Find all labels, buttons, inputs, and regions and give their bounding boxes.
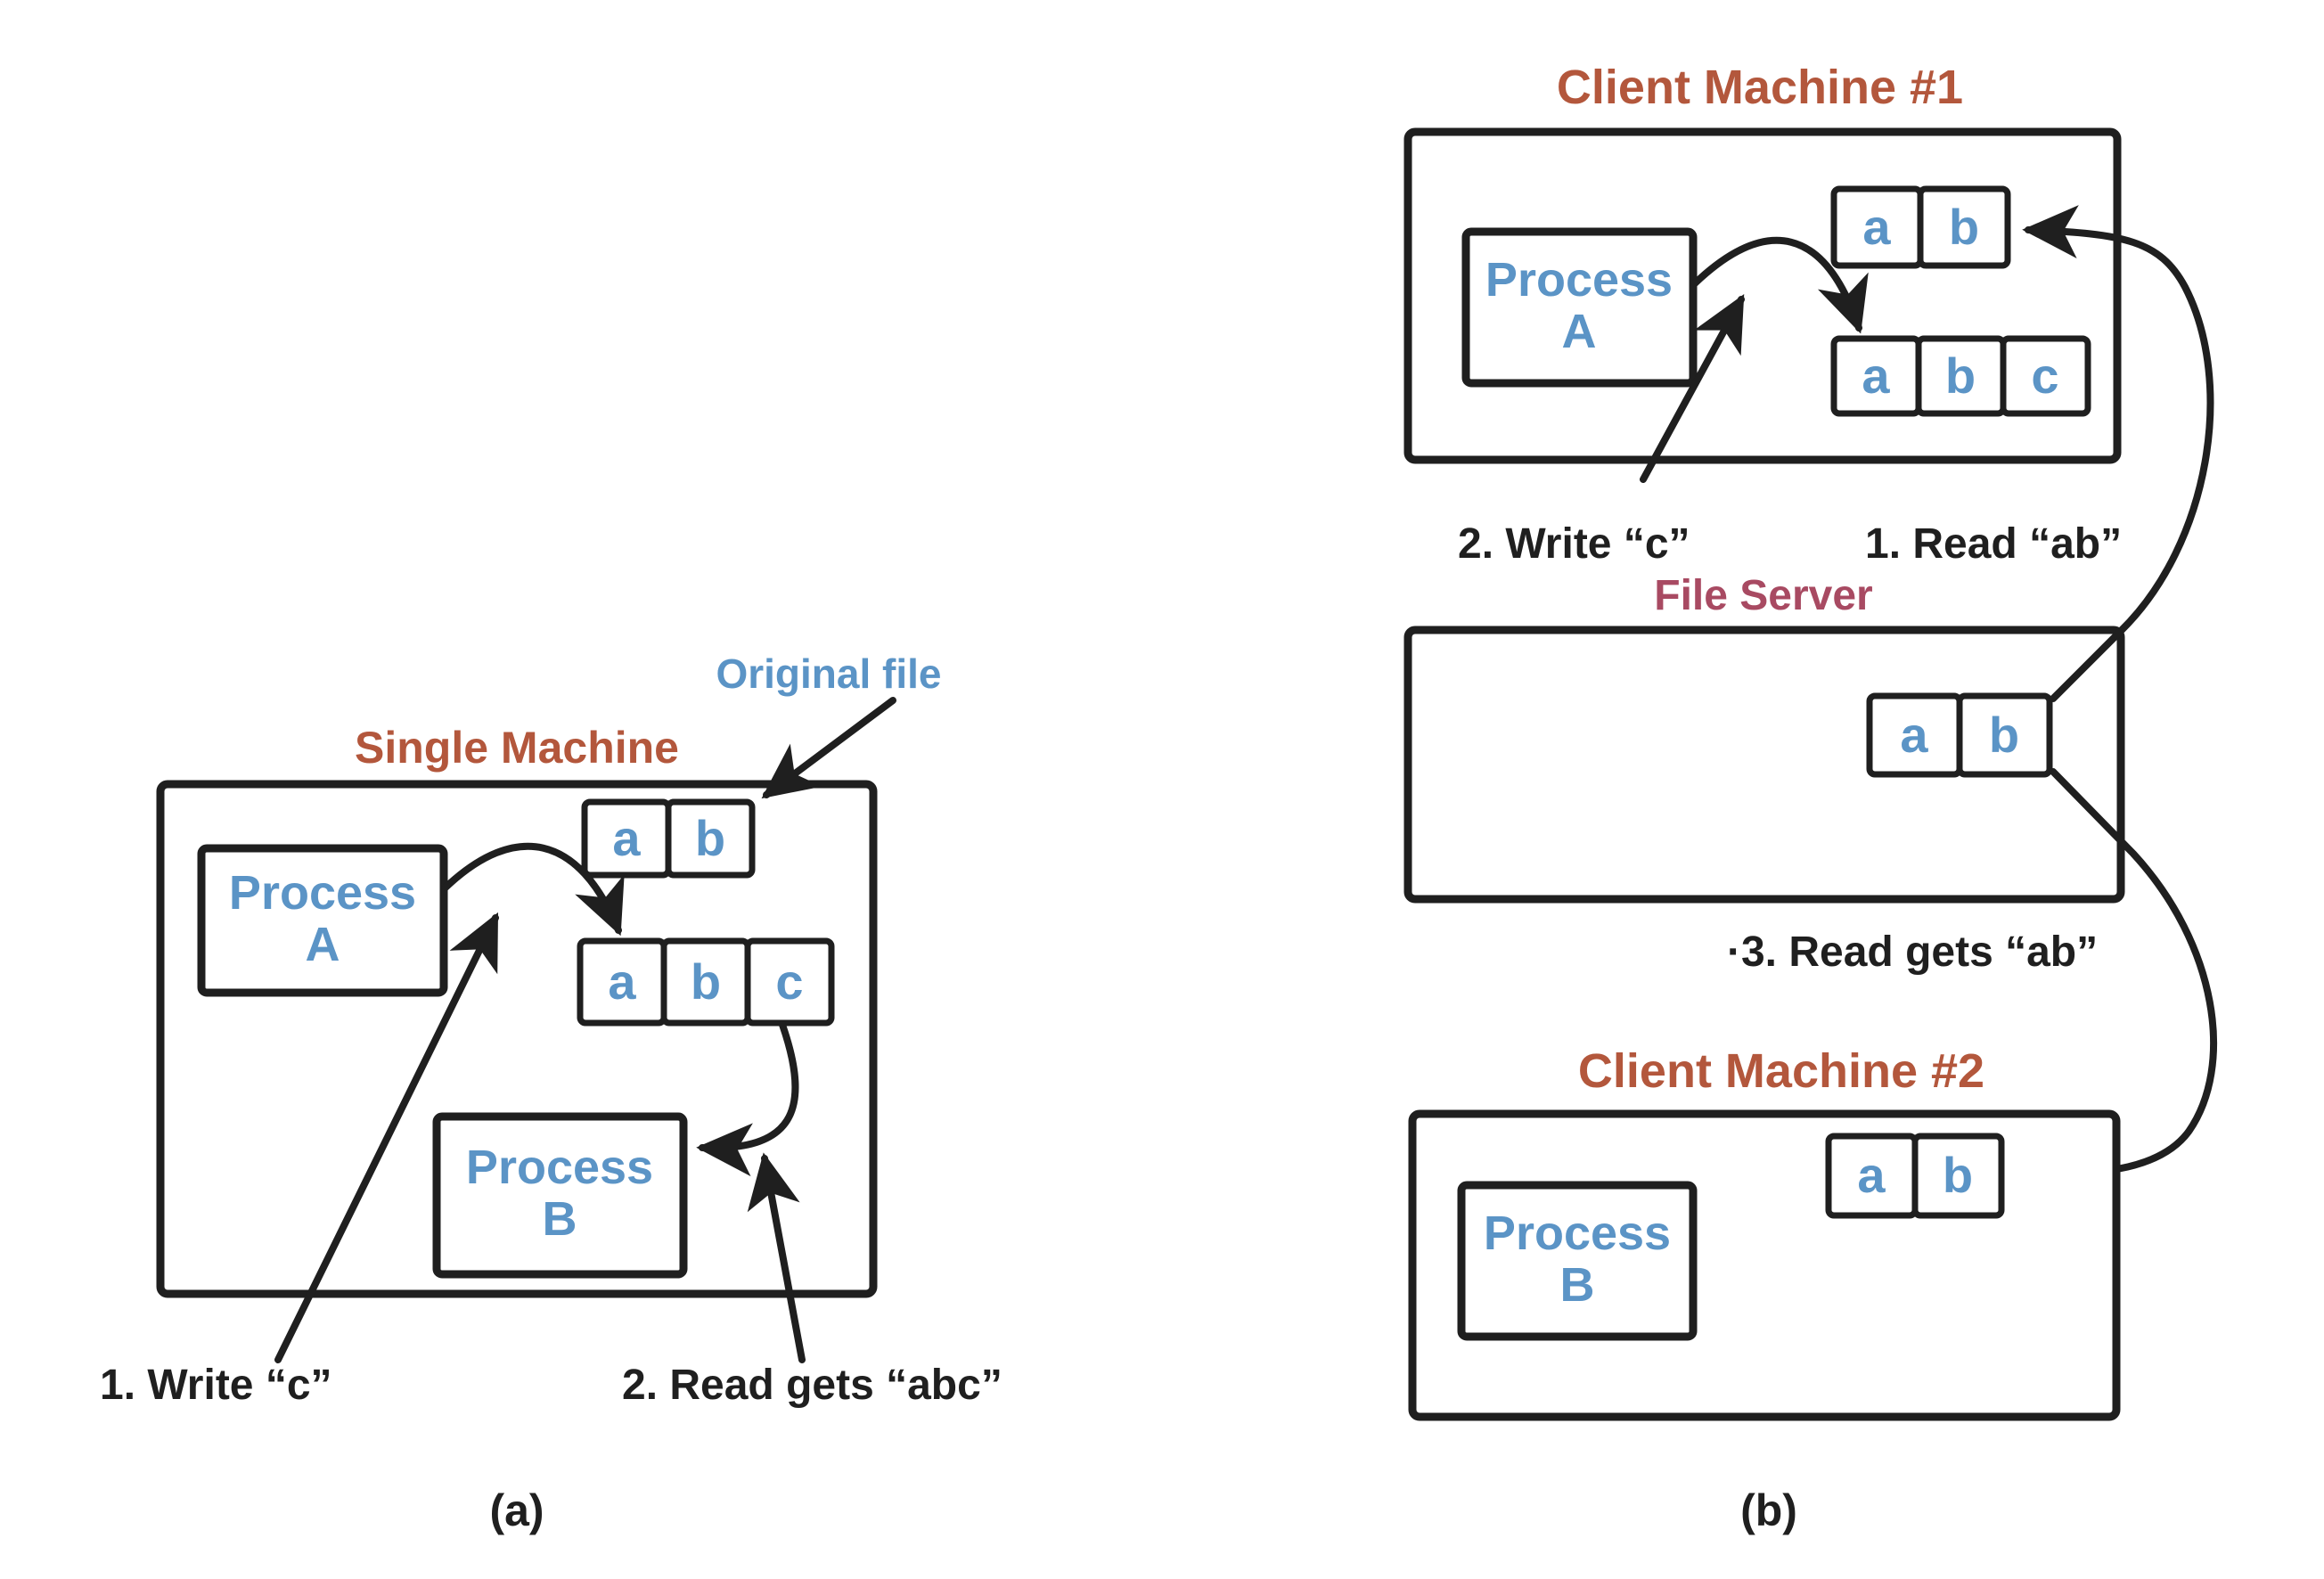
- file-cell: [1911, 1133, 2005, 1219]
- file-cell: [2000, 335, 2091, 417]
- file-cell-letter: a: [1862, 348, 1890, 404]
- process-a-label-line2: A: [1562, 305, 1597, 358]
- process-a-box: [197, 844, 448, 997]
- process-a-label-line1: Process: [229, 866, 416, 920]
- file-cell: [665, 798, 756, 879]
- file-server-title: File Server: [1654, 572, 1872, 619]
- single-machine-title: Single Machine: [355, 723, 679, 773]
- file-cell: [1917, 185, 2011, 269]
- file-cell-letter: a: [608, 953, 636, 1010]
- process-b-box: [432, 1112, 688, 1279]
- file-cell-letter: b: [1949, 199, 1979, 255]
- write-c-arrow: [1640, 294, 1745, 483]
- step-write-label: 2. Write “c”: [1458, 520, 1690, 568]
- step2-read-label: 2. Read gets “abc”: [622, 1362, 1002, 1409]
- file-cell-letter: c: [775, 953, 803, 1010]
- process-a-label-line2: A: [306, 918, 340, 971]
- file-cell-letter: a: [1900, 707, 1928, 763]
- client-machine-2-title: Client Machine #2: [1578, 1044, 1984, 1098]
- file-cell-letter: c: [2031, 348, 2058, 404]
- file-to-process-b-curve-arrow: [696, 1021, 799, 1177]
- file-cell-letter: a: [1857, 1147, 1886, 1203]
- step3-read-label: ·3. Read gets “ab”: [1727, 929, 2098, 976]
- server-to-client1-read-arrow: [2022, 205, 2214, 702]
- process-a-label-line1: Process: [1485, 253, 1673, 307]
- original-file-label: Original file: [716, 650, 941, 697]
- write-c-arrow: [274, 912, 499, 1363]
- process-a-box: [1461, 227, 1698, 388]
- file-cell-letter: b: [691, 953, 721, 1010]
- process-b-label-line1: Process: [1484, 1207, 1671, 1260]
- process-b-label-line1: Process: [466, 1141, 653, 1194]
- caption-b: (b): [1740, 1485, 1797, 1535]
- file-cell-letter: a: [1862, 199, 1891, 255]
- diagram-b: Client Machine #1 a b a b c Process A 2.…: [1403, 61, 2218, 1535]
- file-cell-letter: b: [1943, 1147, 1973, 1203]
- process-b-label-line2: B: [1560, 1258, 1595, 1312]
- process-a-write-curve-arrow: [1691, 237, 1869, 334]
- original-file-pointer-arrow: [761, 697, 896, 799]
- read-abc-arrow: [747, 1152, 806, 1363]
- process-b-label-line2: B: [543, 1192, 577, 1246]
- file-cell-letter: a: [612, 810, 641, 866]
- client-machine-1-title: Client Machine #1: [1557, 61, 1963, 114]
- diagram-a: Original file Single Machine a b a b c P…: [100, 650, 1002, 1535]
- step1-write-label: 1. Write “c”: [100, 1362, 332, 1409]
- process-b-box: [1457, 1181, 1698, 1341]
- file-cell-letter: b: [695, 810, 725, 866]
- file-cell-letter: b: [1945, 348, 1976, 404]
- step-read-label: 1. Read “ab”: [1865, 520, 2122, 568]
- caption-a: (a): [489, 1485, 544, 1535]
- file-cell-letter: b: [1989, 707, 2019, 763]
- file-cell: [744, 937, 835, 1027]
- process-a-write-curve-arrow: [442, 842, 625, 937]
- file-cell: [1956, 692, 2053, 778]
